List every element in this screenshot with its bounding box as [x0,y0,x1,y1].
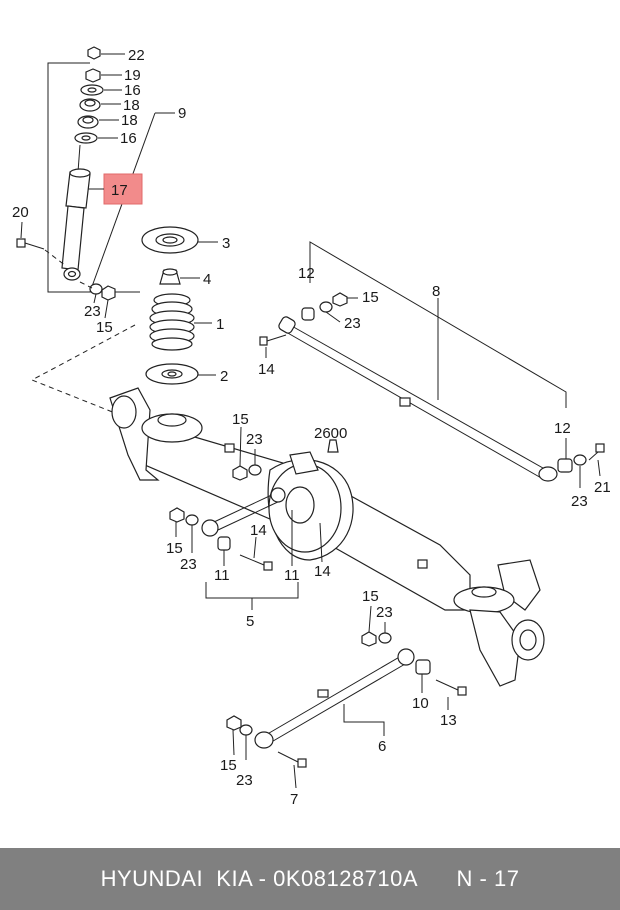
nut-15-b[interactable] [332,292,348,307]
label-14-c: 14 [314,563,331,580]
label-22: 22 [128,47,145,64]
nut-19[interactable] [85,68,101,83]
label-23-f: 23 [376,604,393,621]
label-14-b: 14 [250,522,267,539]
bolt-13[interactable] [435,679,467,696]
label-8: 8 [432,283,440,300]
label-23-b: 23 [344,315,361,332]
label-18-top: 18 [123,97,140,114]
washer-23-g[interactable] [239,724,253,736]
upper-arm-5[interactable] [201,487,286,537]
label-19: 19 [124,67,141,84]
rear-axle-housing[interactable] [109,387,545,687]
bolt-21[interactable] [588,443,605,461]
bushing-11-a[interactable] [217,536,231,551]
label-10: 10 [412,695,429,712]
label-12-b: 12 [554,420,571,437]
bolt-14-b[interactable] [239,554,273,571]
washer-23-f[interactable] [378,632,392,644]
bushing-12-a[interactable] [301,307,315,321]
label-6: 6 [378,738,386,755]
shock-absorber-17[interactable] [61,144,91,281]
label-7: 7 [290,791,298,808]
label-17: 17 [111,182,128,199]
exploded-parts-diagram: 22 19 16 18 18 16 9 17 20 3 4 1 2 23 15 … [12,46,611,808]
label-11-a: 11 [214,567,230,584]
washer-23-a[interactable] [89,283,103,295]
label-23-e: 23 [180,556,197,573]
label-23-a: 23 [84,303,101,320]
label-11-b: 11 [284,567,300,584]
coil-spring-1[interactable] [149,293,195,351]
label-18-bottom: 18 [121,112,138,129]
footer-bar: HYUNDAI KIA - 0K08128710A N - 17 [0,848,620,910]
bushing-10[interactable] [415,659,431,675]
shock-absorber-group [16,46,175,319]
label-9: 9 [178,105,186,122]
label-15-d: 15 [166,540,183,557]
callout-labels: 22 19 16 18 18 16 9 17 20 3 4 1 2 23 15 … [12,47,611,808]
label-2: 2 [220,368,228,385]
label-15-e: 15 [362,588,379,605]
washer-23-b[interactable] [319,301,333,313]
label-2600: 2600 [314,425,347,442]
label-21: 21 [594,479,611,496]
label-16-top: 16 [124,82,141,99]
washer-23-d[interactable] [573,454,587,466]
part-number-caption: HYUNDAI KIA - 0K08128710A N - 17 [100,866,520,891]
washer-23-e[interactable] [185,514,199,526]
washer-23-c[interactable] [248,464,262,476]
nut-15-f[interactable] [226,715,242,731]
spring-upper-seat-3[interactable] [141,226,199,254]
breather-2600[interactable] [327,439,339,453]
label-15-b: 15 [362,289,379,306]
label-15-c: 15 [232,411,249,428]
label-14-a: 14 [258,361,275,378]
lateral-rod-8[interactable] [277,315,558,482]
bolt-20[interactable] [16,238,45,250]
label-23-g: 23 [236,772,253,789]
bump-stopper-4[interactable] [159,268,181,285]
nut-15-a[interactable] [101,285,116,301]
label-12-a: 12 [298,265,315,282]
label-13: 13 [440,712,457,729]
bushing-12-b[interactable] [557,458,573,473]
nut-15-e[interactable] [361,631,377,647]
label-23-d: 23 [571,493,588,510]
label-16-bottom: 16 [120,130,137,147]
label-20: 20 [12,204,29,221]
label-1: 1 [216,316,224,333]
label-23-c: 23 [246,431,263,448]
label-5: 5 [246,613,254,630]
spring-lower-pad-2[interactable] [145,363,199,385]
label-4: 4 [203,271,211,288]
label-15-a: 15 [96,319,113,336]
label-3: 3 [222,235,230,252]
bolt-7[interactable] [277,751,307,768]
label-15-f: 15 [220,757,237,774]
lower-arm-6[interactable] [254,648,415,749]
bolt-14-a[interactable] [259,334,287,346]
nut-15-d[interactable] [169,507,185,523]
nut-22[interactable] [87,46,101,60]
